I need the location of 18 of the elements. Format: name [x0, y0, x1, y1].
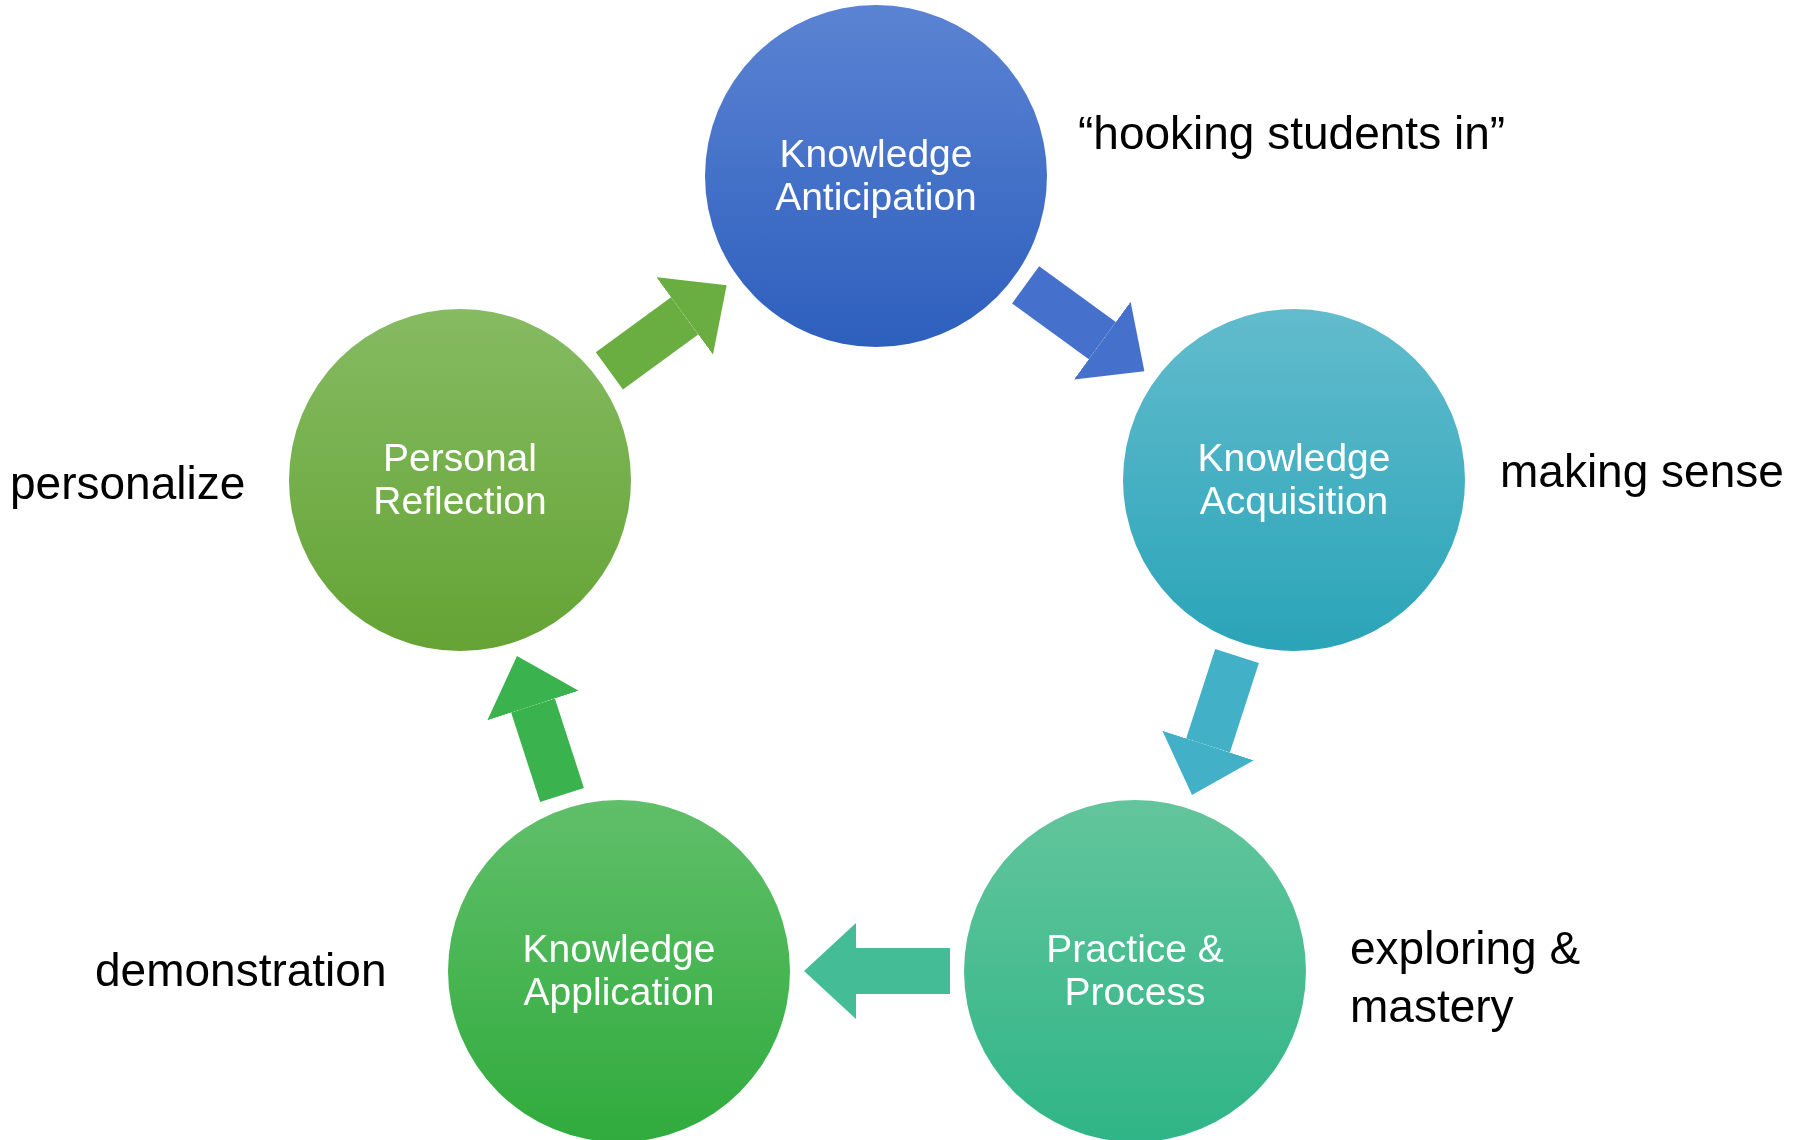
- block-arrow: [1162, 648, 1259, 795]
- stage-circle: [705, 5, 1047, 347]
- block-arrow: [595, 277, 727, 390]
- stage-label: Practice & Process: [1045, 928, 1225, 1014]
- stage-circle: [1123, 309, 1465, 651]
- stage-label: Knowledge Acquisition: [1196, 437, 1392, 523]
- stage-note: personalize: [10, 456, 247, 511]
- stage-label: Knowledge Anticipation: [774, 133, 978, 219]
- stage-circle: [289, 309, 631, 651]
- stage-label: Personal Reflection: [372, 437, 548, 523]
- stage-note: demonstration: [95, 943, 388, 998]
- block-arrow: [487, 656, 584, 803]
- stage-note: exploring & mastery: [1350, 921, 1582, 1034]
- stage-label: Knowledge Application: [521, 928, 717, 1014]
- stage-note: making sense: [1500, 444, 1785, 499]
- block-arrow: [1012, 266, 1145, 380]
- stage-note: “hooking students in”: [1078, 106, 1507, 161]
- block-arrow: [804, 923, 950, 1019]
